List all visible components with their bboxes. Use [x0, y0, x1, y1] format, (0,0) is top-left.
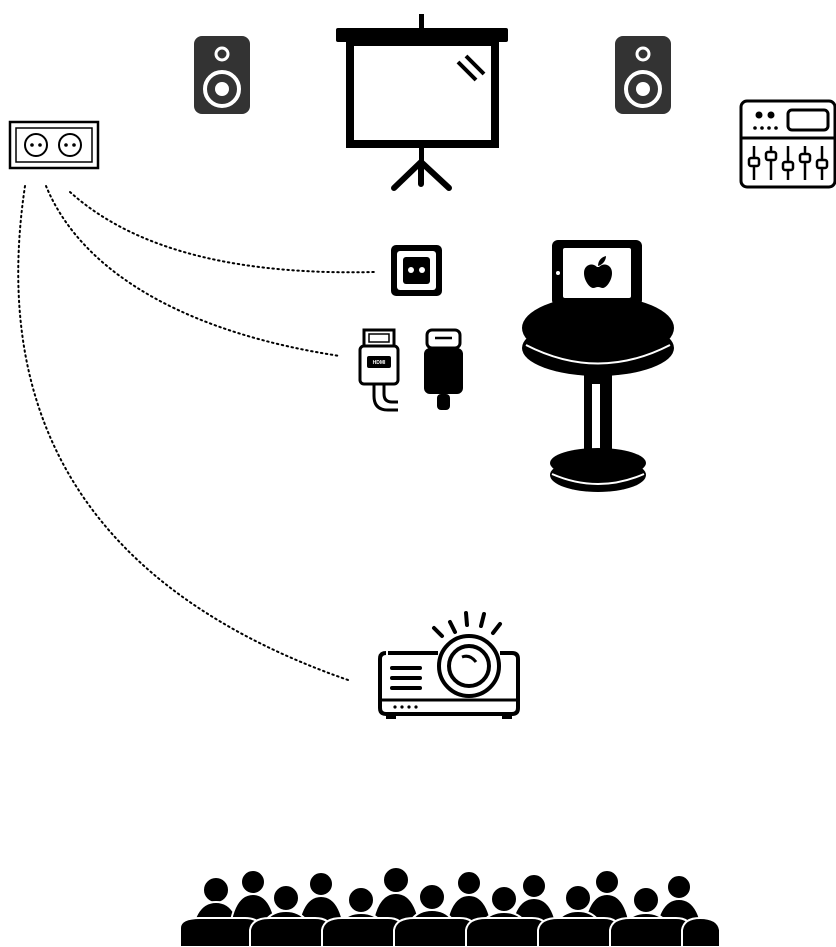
speaker-right-icon — [615, 36, 671, 114]
double-power-outlet-icon — [10, 122, 98, 168]
projection-screen-icon — [336, 14, 508, 188]
mixing-console-icon — [741, 101, 835, 187]
connection-strip-to-projector — [18, 186, 348, 680]
speaker-left-icon — [194, 36, 250, 114]
single-power-outlet-icon — [391, 245, 442, 296]
round-table-with-ipad-icon — [522, 240, 674, 492]
projector-icon — [380, 613, 518, 719]
connection-lines — [18, 186, 375, 680]
usb-c-connector-icon — [424, 330, 463, 410]
hdmi-label: HDMI — [373, 360, 386, 366]
hdmi-connector-icon: HDMI — [360, 330, 398, 410]
audience-silhouette-icon — [180, 867, 720, 947]
connection-strip-to-cables — [46, 186, 340, 356]
connection-strip-to-socket — [70, 192, 375, 272]
